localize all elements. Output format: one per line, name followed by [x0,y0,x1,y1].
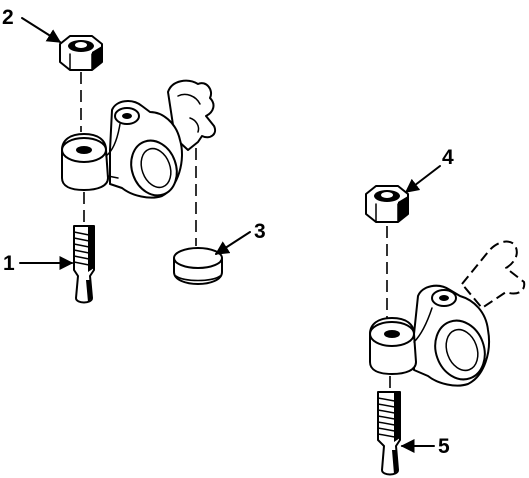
rocker-arm-right [369,240,526,387]
callout-3-leader [214,231,251,255]
callout-5-label: 5 [438,435,450,458]
callout-1-label: 1 [3,252,15,275]
callout-2-leader [21,17,62,43]
callout-4-label: 4 [442,146,454,169]
rocker-stud-left [73,225,95,304]
rocker-pad [173,247,223,285]
rocker-arm-left [61,79,216,199]
rocker-stud-right [377,391,401,476]
nut-left [59,35,103,71]
callout-2-label: 2 [2,6,14,29]
callout-4-leader [404,165,441,193]
nut-right [365,185,409,223]
callout-3-label: 3 [254,220,266,243]
